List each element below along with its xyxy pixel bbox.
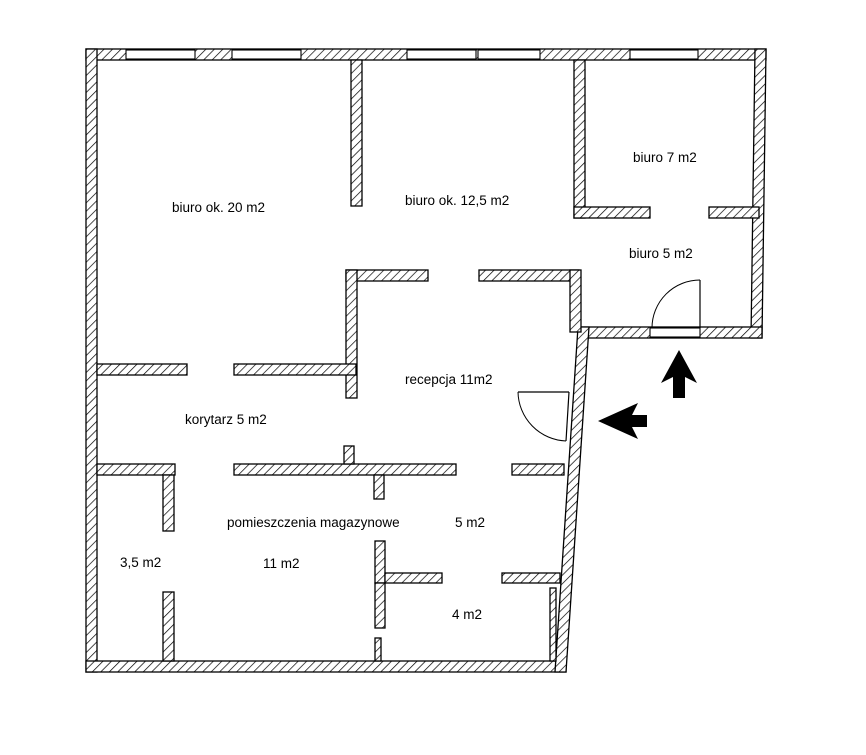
wall-4m2-top-right — [501, 572, 561, 584]
wall-storage-top-left — [96, 463, 176, 476]
room-label-biuro-5: biuro 5 m2 — [629, 246, 693, 261]
wall-biuro7-bottom-left — [573, 206, 651, 219]
room-label-korytarz: korytarz 5 m2 — [185, 412, 267, 427]
wall-reception-top-right — [478, 269, 580, 282]
wall-corridor-top-right — [233, 363, 357, 376]
room-labels: biuro ok. 20 m2 biuro ok. 12,5 m2 biuro … — [120, 150, 697, 622]
outer-wall-right-upper — [750, 48, 767, 339]
wall-corridor-top-left — [96, 363, 188, 376]
wall-pillar — [343, 445, 355, 465]
wall-4m2-left-lower — [374, 582, 386, 629]
window — [477, 49, 541, 60]
door-swing-arc — [651, 279, 701, 329]
door-leaf — [565, 391, 570, 442]
wall-4m2-left-tail — [374, 637, 382, 662]
room-label-4m2: 4 m2 — [452, 607, 482, 622]
room-label-biuro-7: biuro 7 m2 — [633, 150, 697, 165]
wall-biuro7-bottom-right — [708, 206, 760, 219]
entrance-arrow-up — [661, 350, 697, 398]
door-top-entrance — [649, 279, 701, 338]
room-label-biuro-20: biuro ok. 20 m2 — [172, 200, 265, 215]
window — [125, 49, 196, 60]
room-label-magazyn: pomieszczenia magazynowe — [227, 515, 400, 530]
wall-4m2-left-upper — [374, 540, 386, 584]
window — [629, 49, 699, 60]
window — [406, 49, 477, 60]
wall-biuro7-left — [573, 59, 586, 219]
room-label-11m2: 11 m2 — [263, 556, 300, 571]
room-label-biuro-12-5: biuro ok. 12,5 m2 — [405, 193, 509, 208]
wall-4m2-top-left — [384, 572, 443, 584]
room-label-recepcja: recepcja 11m2 — [405, 372, 493, 387]
door-reception — [517, 391, 570, 442]
windows — [125, 49, 699, 60]
room-label-3-5m2: 3,5 m2 — [120, 555, 161, 570]
window — [231, 49, 302, 60]
entrance-arrow-left — [598, 403, 647, 439]
room-label-5m2: 5 m2 — [455, 515, 485, 530]
arrow-left-icon — [598, 403, 647, 439]
outer-wall-left — [85, 48, 98, 673]
wall-4m2-right-tail — [549, 587, 557, 662]
walls — [85, 48, 767, 673]
wall-storage-top-mid — [233, 463, 457, 476]
wall-storage-top-right — [511, 463, 565, 476]
arrow-up-icon — [661, 350, 697, 398]
wall-3-5-upper — [162, 474, 175, 532]
wall-stub-center — [373, 474, 385, 500]
wall-reception-top-left — [345, 269, 429, 282]
outer-wall-bottom — [85, 660, 567, 673]
wall-biuro20-biuro12 — [350, 59, 363, 207]
outer-wall-right-lower — [554, 326, 590, 673]
wall-reception-left — [345, 269, 358, 399]
door-swing-arc — [517, 391, 567, 442]
wall-3-5-lower — [162, 591, 175, 662]
door-opening — [649, 327, 701, 338]
wall-reception-right-stub — [569, 269, 582, 333]
